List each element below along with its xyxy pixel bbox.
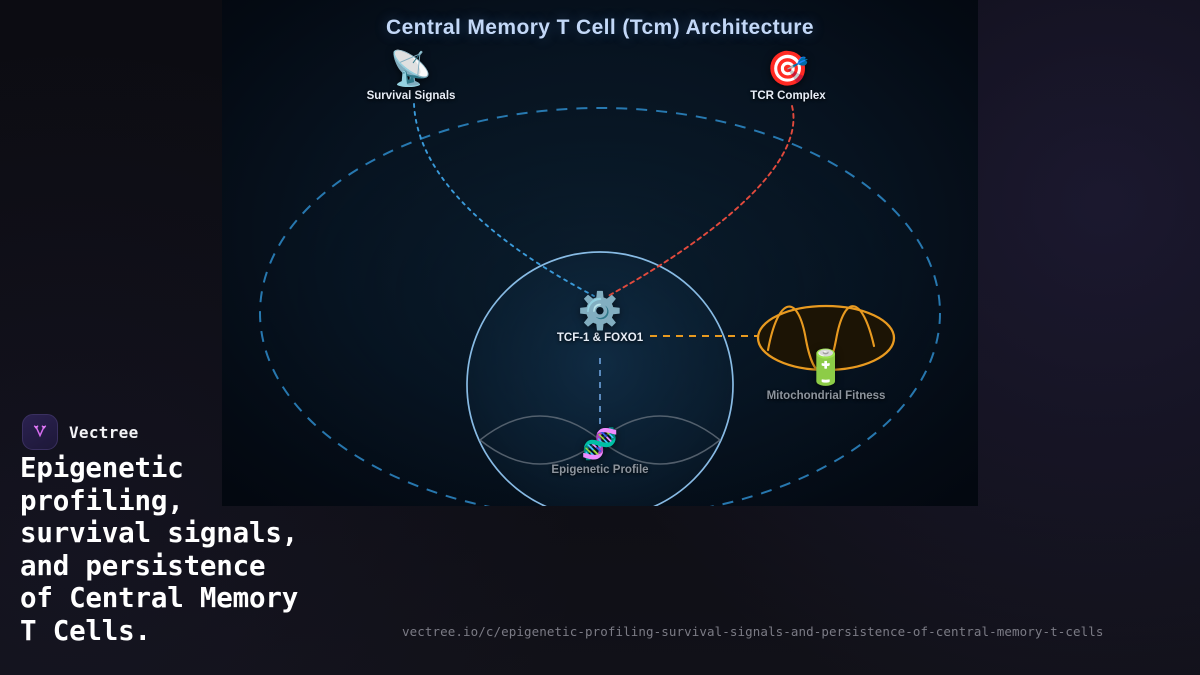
vectree-v-tree-icon: [22, 414, 58, 450]
footer-url: vectree.io/c/epigenetic-profiling-surviv…: [402, 624, 1104, 639]
node-label-survival-signals: Survival Signals: [366, 90, 456, 102]
diagram-vector-layer: [259, 103, 941, 506]
dna-icon: 🧬: [581, 428, 619, 461]
node-label-tcr-complex: TCR Complex: [750, 90, 826, 102]
chromatin-arc-right: [598, 415, 722, 465]
node-label-mitochondrial-fitness: Mitochondrial Fitness: [766, 390, 886, 402]
node-survival-signals[interactable]: 📡 Survival Signals: [367, 50, 456, 102]
node-mitochondrial-fitness[interactable]: 🔋 Mitochondrial Fitness: [767, 350, 886, 402]
node-label-tcf1-foxo1: TCF-1 & FOXO1: [556, 332, 644, 344]
battery-icon: 🔋: [804, 349, 848, 387]
mitochondrion-cristae: [766, 305, 876, 373]
node-epigenetic-profile[interactable]: 🧬 Epigenetic Profile: [551, 428, 648, 476]
brand-lockup: Vectree: [22, 414, 139, 450]
node-tcf1-foxo1[interactable]: ⚙️ TCF-1 & FOXO1: [556, 290, 644, 345]
diagram-title: Central Memory T Cell (Tcm) Architecture: [386, 16, 814, 39]
headline-text: Epigenetic profiling, survival signals, …: [20, 452, 299, 647]
satellite-dish-icon: 📡: [389, 50, 433, 88]
gear-icon: ⚙️: [577, 290, 623, 331]
node-tcr-complex[interactable]: 🎯 TCR Complex: [750, 50, 825, 102]
diagram-canvas: Central Memory T Cell (Tcm) Architecture…: [222, 0, 978, 506]
connector-tcr-to-tf: [607, 105, 795, 297]
connector-survival-to-tf: [413, 103, 595, 297]
target-icon: 🎯: [766, 50, 810, 88]
brand-name: Vectree: [69, 422, 139, 442]
node-label-epigenetic-profile: Epigenetic Profile: [551, 464, 649, 476]
nucleus: [466, 251, 734, 506]
